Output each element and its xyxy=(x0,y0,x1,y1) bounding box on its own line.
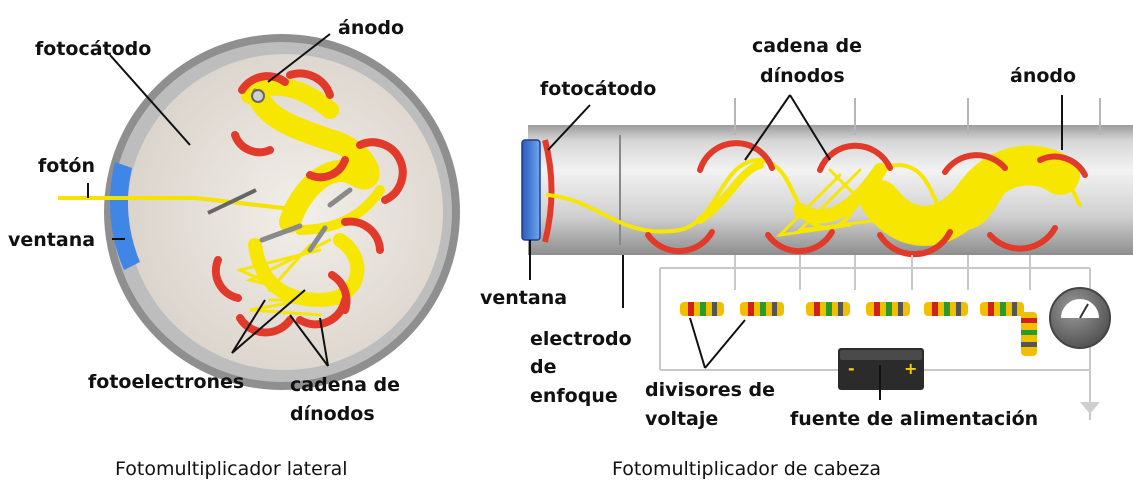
head-on-label-dynode-chain-2: dínodos xyxy=(760,65,845,87)
resistor xyxy=(806,302,850,316)
head-on-window xyxy=(522,140,540,240)
resistor-vertical xyxy=(1021,312,1037,356)
side-on-pmt: fotocátodo ánodo fotón ventana fotoelect… xyxy=(8,17,460,480)
resistor xyxy=(980,302,1024,316)
side-on-anode xyxy=(252,90,264,102)
head-on-label-voltage-dividers-1: divisores de xyxy=(645,379,775,401)
side-on-label-photoelectrons: fotoelectrones xyxy=(88,371,244,393)
head-on-label-power-supply: fuente de alimentación xyxy=(790,408,1038,430)
head-on-label-photocathode: fotocátodo xyxy=(540,78,656,100)
side-on-label-anode: ánodo xyxy=(338,17,404,39)
battery-plus-sign: + xyxy=(904,359,917,378)
side-on-label-photocathode: fotocátodo xyxy=(35,38,151,60)
battery-minus-sign: - xyxy=(848,359,855,378)
resistor xyxy=(866,302,910,316)
head-on-label-dynode-chain-1: cadena de xyxy=(752,35,862,57)
meter-gauge-icon xyxy=(1050,288,1110,348)
head-on-voltage-divider-resistors xyxy=(680,302,1037,356)
head-on-caption: Fotomultiplicador de cabeza xyxy=(612,458,881,480)
resistor xyxy=(924,302,968,316)
head-on-pmt: - + fotocátodo cadena de dínodos ánodo v… xyxy=(480,35,1133,480)
head-on-label-focus-electrode-1: electrodo xyxy=(530,328,632,350)
ground-arrow-icon xyxy=(1080,402,1100,414)
side-on-label-window: ventana xyxy=(8,229,95,251)
head-on-label-focus-electrode-2: de xyxy=(530,356,557,378)
side-on-caption: Fotomultiplicador lateral xyxy=(115,458,348,480)
head-on-label-window: ventana xyxy=(480,287,567,309)
resistor xyxy=(740,302,784,316)
side-on-label-dynode-chain-2: dínodos xyxy=(290,403,375,425)
side-on-label-dynode-chain-1: cadena de xyxy=(290,374,400,396)
head-on-label-focus-electrode-3: enfoque xyxy=(530,385,618,407)
resistor xyxy=(680,302,724,316)
head-on-label-anode: ánodo xyxy=(1010,65,1076,87)
side-on-label-photon: fotón xyxy=(38,155,95,177)
head-on-label-voltage-dividers-2: voltaje xyxy=(645,408,718,430)
